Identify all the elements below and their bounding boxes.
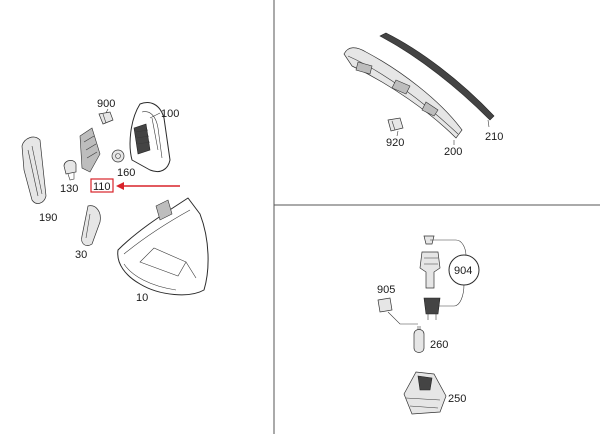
part-30-glass[interactable]	[81, 205, 101, 246]
label-200: 200	[444, 146, 462, 158]
label-900: 900	[97, 98, 115, 110]
callout-circle-904	[448, 254, 480, 286]
label-30: 30	[75, 249, 87, 261]
label-100: 100	[161, 108, 179, 120]
label-250: 250	[448, 393, 466, 405]
part-905-clip[interactable]	[377, 297, 393, 313]
left-panel-mirror-assembly: 100 900 160 110 130	[21, 98, 209, 304]
part-900-clip[interactable]	[98, 111, 114, 125]
part-190-trim[interactable]	[21, 136, 47, 204]
label-110: 110	[93, 181, 111, 193]
part-210-blade[interactable]	[379, 32, 495, 121]
label-210: 210	[485, 131, 503, 143]
label-130: 130	[60, 183, 78, 195]
part-130-bulb[interactable]	[63, 160, 77, 181]
label-190: 190	[39, 212, 57, 224]
leader-905	[387, 311, 418, 325]
part-160-nut[interactable]	[111, 149, 125, 163]
part-110-lens[interactable]	[79, 127, 101, 173]
part-holder[interactable]	[419, 251, 441, 289]
part-connector[interactable]	[423, 297, 441, 320]
part-100-housing[interactable]	[129, 102, 171, 173]
leader-900	[105, 108, 109, 114]
part-10-shell[interactable]	[117, 197, 209, 296]
part-200-strip[interactable]	[343, 47, 463, 139]
part-250-lamp[interactable]	[403, 371, 447, 415]
label-10: 10	[136, 292, 148, 304]
label-920: 920	[386, 137, 404, 149]
label-904: 904	[454, 265, 472, 277]
top-right-panel: 210 200 920	[343, 32, 503, 158]
label-260: 260	[430, 339, 448, 351]
pointer-arrow	[116, 182, 180, 190]
leader-210	[487, 119, 490, 128]
leader-100	[149, 112, 161, 119]
part-260-bulb[interactable]	[413, 326, 425, 353]
leader-904-top	[430, 239, 467, 257]
part-920-clip[interactable]	[387, 117, 404, 132]
label-160: 160	[117, 167, 135, 179]
label-905: 905	[377, 284, 395, 296]
highlight-box-110	[90, 178, 114, 193]
part-cap[interactable]	[423, 235, 435, 245]
leader-904-bottom	[438, 283, 465, 307]
leader-920	[396, 130, 399, 137]
bottom-right-panel: 904 905 260 250	[377, 235, 480, 415]
